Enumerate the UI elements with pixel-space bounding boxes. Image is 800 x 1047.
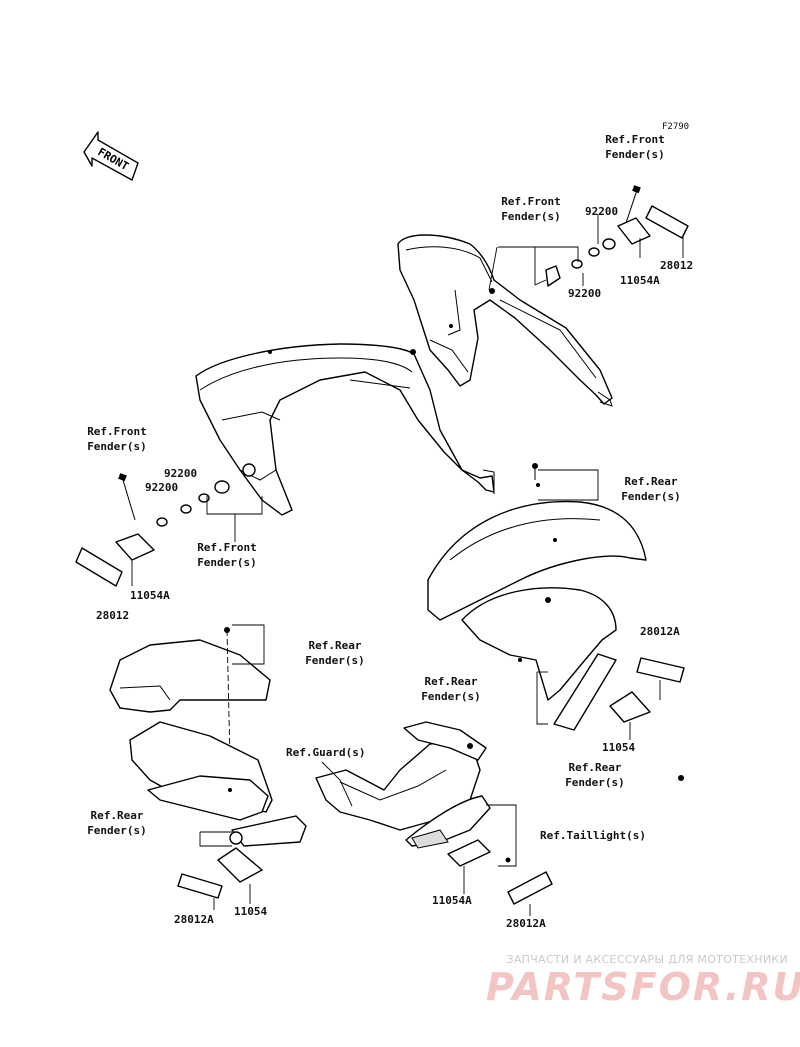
label-ref-taillight: Ref.Taillight(s) — [540, 829, 646, 842]
label-ref-front-fender-mid: Ref.Front Fender(s) — [501, 195, 561, 223]
label-ref-rear-fender-1: Ref.Rear Fender(s) — [621, 475, 681, 503]
reflector-bracket — [115, 533, 155, 561]
figure-code: F2790 — [662, 122, 690, 132]
reflector-bracket — [617, 217, 651, 245]
watermark-logo: PARTSFOR.RU — [486, 965, 800, 1009]
label-part-92200-b: 92200 — [568, 287, 602, 300]
hardware-front-right — [545, 185, 689, 287]
label-part-11054a-a: 11054A — [620, 274, 660, 287]
label-part-11054-a: 11054 — [602, 741, 636, 754]
front-fender-right — [397, 234, 613, 407]
label-part-28012a-b: 28012A — [506, 917, 546, 930]
label-part-92200-d: 92200 — [145, 481, 179, 494]
label-ref-rear-fender-4: Ref.Rear Fender(s) — [565, 761, 625, 789]
rear-fender-right — [427, 463, 685, 781]
rear-fender-left — [109, 627, 307, 899]
leader-lines — [131, 214, 684, 916]
label-ref-rear-fender-5: Ref.Rear Fender(s) — [87, 809, 147, 837]
label-part-92200-c: 92200 — [164, 467, 198, 480]
label-ref-front-fender-bottom: Ref.Front Fender(s) — [197, 541, 257, 569]
label-part-11054a-b: 11054A — [130, 589, 170, 602]
reflector — [645, 205, 689, 239]
guard-taillight-assembly — [315, 721, 553, 905]
label-ref-front-fender-left: Ref.Front Fender(s) — [87, 425, 147, 453]
hardware-front-left — [75, 473, 230, 587]
label-part-28012a-a: 28012A — [640, 625, 680, 638]
reflector — [75, 547, 123, 587]
label-ref-front-fender-top: Ref.Front Fender(s) — [605, 133, 665, 161]
label-part-28012a-c: 28012A — [174, 913, 214, 926]
label-part-92200-a: 92200 — [585, 205, 619, 218]
front-fender-left — [195, 343, 495, 516]
label-part-11054a-c: 11054A — [432, 894, 472, 907]
label-part-28012-b: 28012 — [96, 609, 130, 622]
label-ref-rear-fender-3: Ref.Rear Fender(s) — [421, 675, 481, 703]
label-ref-guard: Ref.Guard(s) — [286, 746, 366, 759]
watermark-tagline: ЗАПЧАСТИ И АКСЕССУАРЫ ДЛЯ МОТОТЕХНИКИ — [506, 953, 788, 966]
front-arrow-icon: FRONT — [83, 131, 139, 181]
label-part-28012-a: 28012 — [660, 259, 694, 272]
label-ref-rear-fender-2: Ref.Rear Fender(s) — [305, 639, 365, 667]
label-part-11054-b: 11054 — [234, 905, 268, 918]
